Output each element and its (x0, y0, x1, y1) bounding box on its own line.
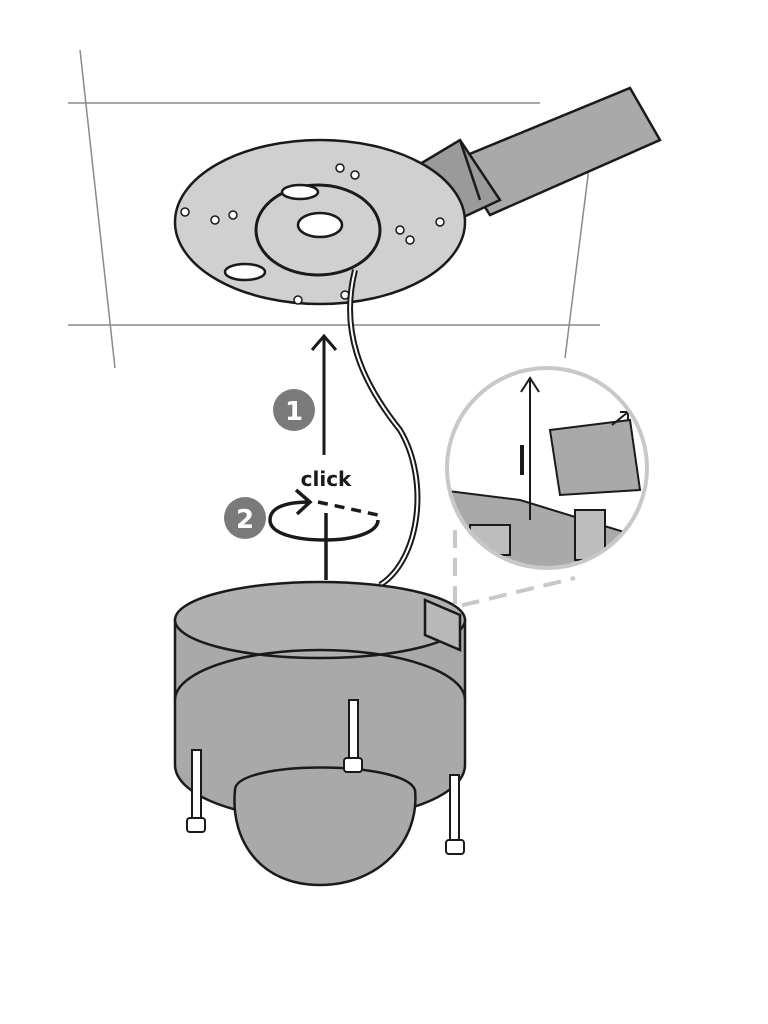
detail-inset (445, 366, 649, 610)
cable (347, 269, 421, 588)
step-2-badge: 2 (224, 497, 266, 539)
step-1-badge: 1 (273, 389, 315, 431)
rotate-arrow-icon (268, 488, 380, 580)
click-label: click (301, 467, 352, 491)
up-arrow (310, 333, 338, 455)
mounting-plate (173, 138, 467, 306)
step-1-label: 1 (285, 397, 303, 427)
step-2-label: 2 (236, 505, 254, 535)
dome-camera (173, 580, 467, 887)
ceiling-lines (68, 49, 600, 369)
